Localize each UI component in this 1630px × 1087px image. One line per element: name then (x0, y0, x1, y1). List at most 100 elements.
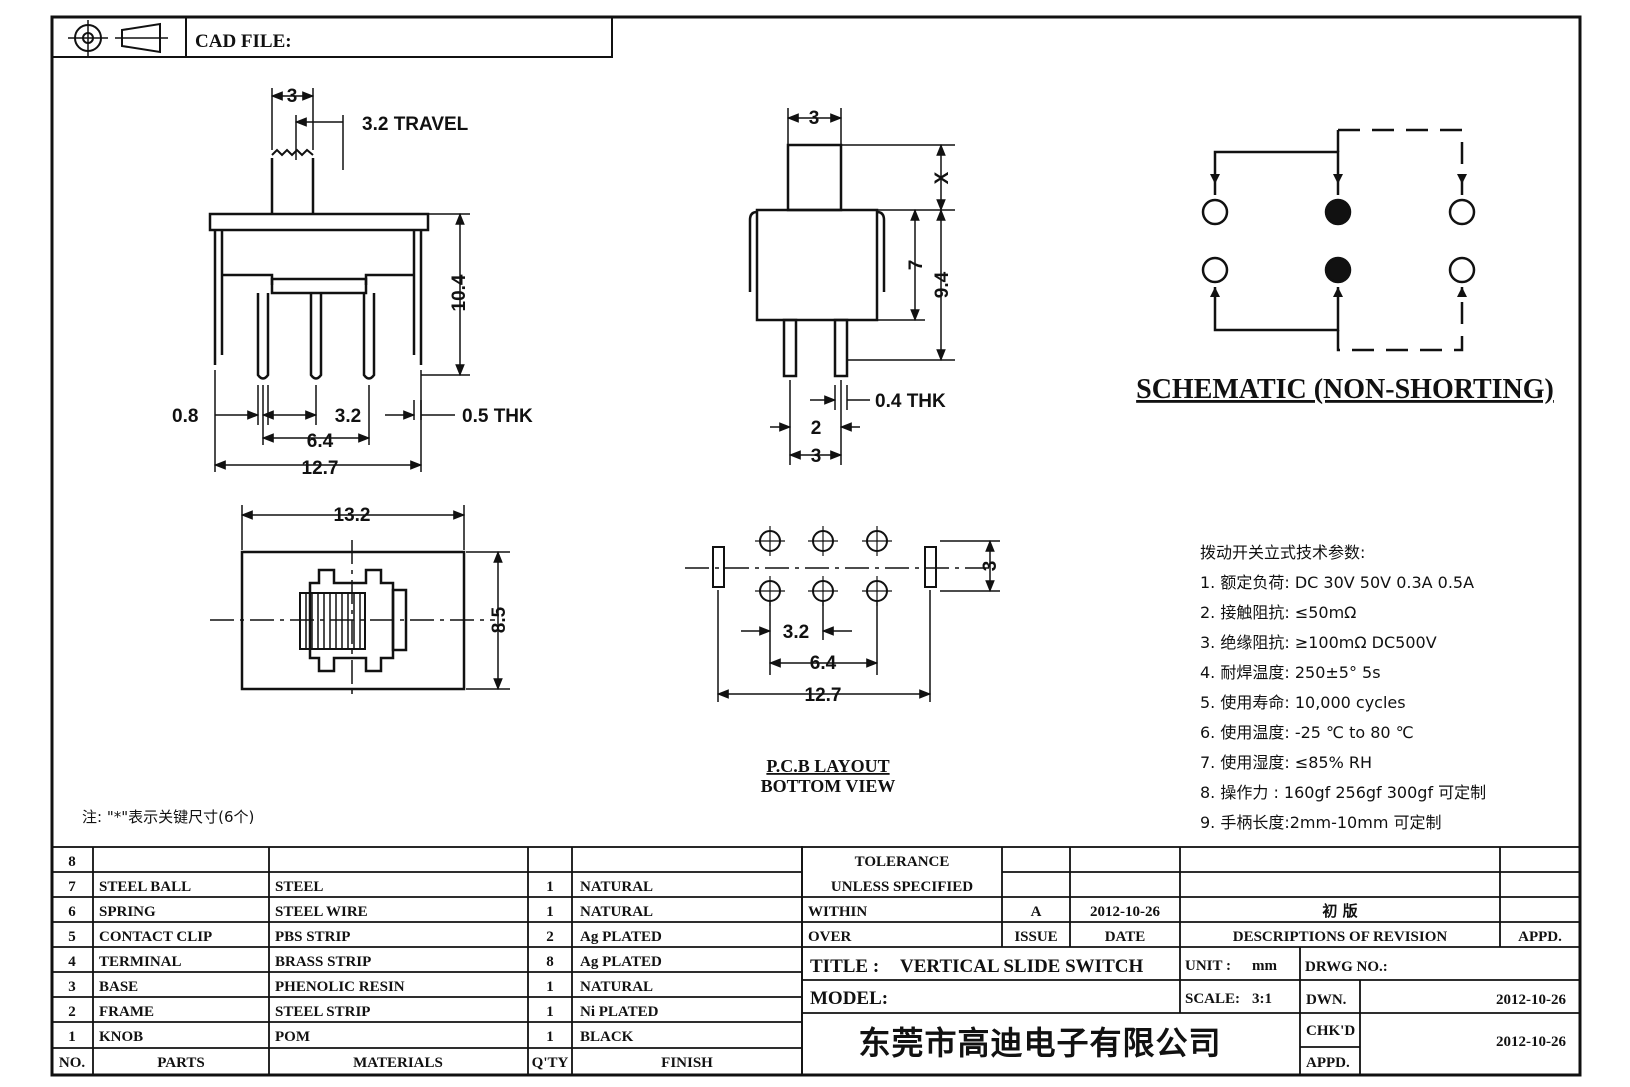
bom-header-parts: PARTS (157, 1055, 205, 1071)
dim-pcb-pitch: 3.2 (783, 622, 809, 643)
bom-table-grid (51, 846, 803, 1076)
spec-item: 9. 手柄长度:2mm-10mm 可定制 (1200, 813, 1442, 832)
issue-header: ISSUE (1014, 929, 1057, 945)
bom-row-qty: 1 (546, 1029, 554, 1045)
bom-row-part: STEEL BALL (99, 879, 191, 895)
bottom-view-label: BOTTOM VIEW (761, 776, 896, 796)
spec-item: 8. 操作力 : 160gf 256gf 300gf 可定制 (1200, 783, 1487, 802)
dim-front-height: 10.4 (449, 274, 470, 311)
side-view (748, 143, 886, 378)
dim-top-depth: 8.5 (489, 606, 510, 633)
bom-row-no: 2 (68, 1004, 76, 1020)
spec-item: 4. 耐焊温度: 250±5° 5s (1200, 663, 1381, 682)
spec-item: 6. 使用温度: -25 ℃ to 80 ℃ (1200, 723, 1414, 742)
bom-header-materials: MATERIALS (353, 1055, 443, 1071)
bom-row-finish: NATURAL (580, 979, 653, 995)
title-block: TOLERANCE UNLESS SPECIFIED WITHIN OVER A… (808, 854, 1566, 1071)
dim-side-total-height: 9.4 (932, 271, 953, 298)
dim-body-width: 12.7 (302, 458, 339, 479)
pcb-layout (685, 526, 990, 606)
dim-pcb-span: 6.4 (810, 653, 837, 674)
schematic-label: SCHEMATIC (NON-SHORTING) (1136, 374, 1554, 405)
bom-row-material: BRASS STRIP (275, 954, 371, 970)
bom-row-part: FRAME (99, 1004, 154, 1020)
spec-item: 7. 使用湿度: ≤85% RH (1200, 753, 1373, 772)
bom-row-finish: NATURAL (580, 904, 653, 920)
spec-item: 3. 绝缘阻抗: ≥100mΩ DC500V (1200, 633, 1437, 652)
title-value: VERTICAL SLIDE SWITCH (900, 956, 1143, 977)
bom-row-part: KNOB (99, 1029, 143, 1045)
dim-pin-span: 6.4 (307, 431, 334, 452)
appd-label: APPD. (1306, 1055, 1350, 1071)
bom-row-no: 4 (68, 954, 76, 970)
dim-pcb-width: 12.7 (805, 685, 842, 706)
bom-row-no: 8 (68, 854, 76, 870)
scale-value: 3:1 (1252, 991, 1272, 1007)
bom-header-qty: Q'TY (532, 1055, 569, 1071)
dim-pin-width: 0.8 (172, 406, 198, 427)
dim-side-knob-width: 3 (809, 108, 820, 129)
revision-description: 初 版 (1322, 902, 1357, 920)
model-label: MODEL: (810, 988, 888, 1009)
bom-row-no: 1 (68, 1029, 76, 1045)
schematic (1201, 128, 1476, 352)
date-header: DATE (1105, 929, 1146, 945)
bom-row-part: TERMINAL (99, 954, 182, 970)
bom-row-finish: NATURAL (580, 879, 653, 895)
title-label: TITLE : (810, 956, 879, 977)
title-block-grid (801, 846, 1581, 1076)
bom-row-no: 6 (68, 904, 76, 920)
front-view (208, 148, 430, 380)
pcb-layout-dimensions (716, 539, 1000, 702)
company-name: 东莞市高迪电子有限公司 (858, 1024, 1222, 1062)
dim-side-bottom-width: 3 (811, 446, 822, 467)
dim-side-pin-spacing: 2 (811, 418, 822, 439)
spec-item: 1. 额定负荷: DC 30V 50V 0.3A 0.5A (1200, 573, 1475, 592)
spec-heading: 拨动开关立式技术参数: (1200, 543, 1366, 562)
revision-appd-header: APPD. (1518, 929, 1562, 945)
scale-label: SCALE: (1185, 991, 1240, 1007)
bom-row-no: 7 (68, 879, 76, 895)
bom-row-finish: Ag PLATED (580, 954, 662, 970)
bom-header-no: NO. (59, 1055, 86, 1071)
dim-front-thickness: 0.5 THK (462, 406, 533, 427)
bom-row-part: SPRING (99, 904, 156, 920)
bom-row-part: BASE (99, 979, 138, 995)
dim-side-x: X (932, 171, 953, 184)
dim-pin-pitch: 3.2 (335, 406, 361, 427)
dwn-date: 2012-10-26 (1496, 992, 1566, 1008)
bom-header-finish: FINISH (661, 1055, 713, 1071)
bom-row-qty: 1 (546, 979, 554, 995)
bom-row-finish: Ni PLATED (580, 1004, 659, 1020)
bom-row-material: PHENOLIC RESIN (275, 979, 405, 995)
projection-symbol-box: CAD FILE: (51, 16, 613, 58)
spec-item: 5. 使用寿命: 10,000 cycles (1200, 693, 1406, 712)
bom-row-qty: 2 (546, 929, 554, 945)
drwg-no-label: DRWG NO.: (1305, 959, 1388, 975)
unless-specified-label: UNLESS SPECIFIED (831, 879, 973, 895)
bom-row-material: POM (275, 1029, 310, 1045)
spec-item: 2. 接触阻抗: ≤50mΩ (1200, 603, 1357, 622)
revision-issue: A (1031, 904, 1042, 920)
chkd-label: CHK'D (1306, 1023, 1355, 1039)
revision-date: 2012-10-26 (1090, 904, 1160, 920)
bom-row-finish: BLACK (580, 1029, 634, 1045)
side-view-dimensions (770, 108, 955, 465)
unit-label: UNIT : (1185, 958, 1231, 974)
spec-parameters: 拨动开关立式技术参数: 1. 额定负荷: DC 30V 50V 0.3A 0.5… (1200, 538, 1600, 838)
bom-row-qty: 1 (546, 904, 554, 920)
cad-file-label: CAD FILE: (195, 31, 292, 52)
key-dimension-note: 注: "*"表示关键尺寸(6个) (82, 808, 255, 826)
dim-side-thickness: 0.4 THK (875, 391, 946, 412)
pcb-layout-label: P.C.B LAYOUT (766, 756, 889, 776)
bom-row-no: 5 (68, 929, 76, 945)
dwn-label: DWN. (1306, 992, 1347, 1008)
bom-row-qty: 1 (546, 1004, 554, 1020)
dim-travel: 3.2 TRAVEL (362, 114, 469, 135)
bom-row-material: STEEL STRIP (275, 1004, 370, 1020)
bom-row-qty: 1 (546, 879, 554, 895)
chkd-date: 2012-10-26 (1496, 1034, 1566, 1050)
bom-row-material: PBS STRIP (275, 929, 350, 945)
unit-value: mm (1252, 958, 1277, 974)
